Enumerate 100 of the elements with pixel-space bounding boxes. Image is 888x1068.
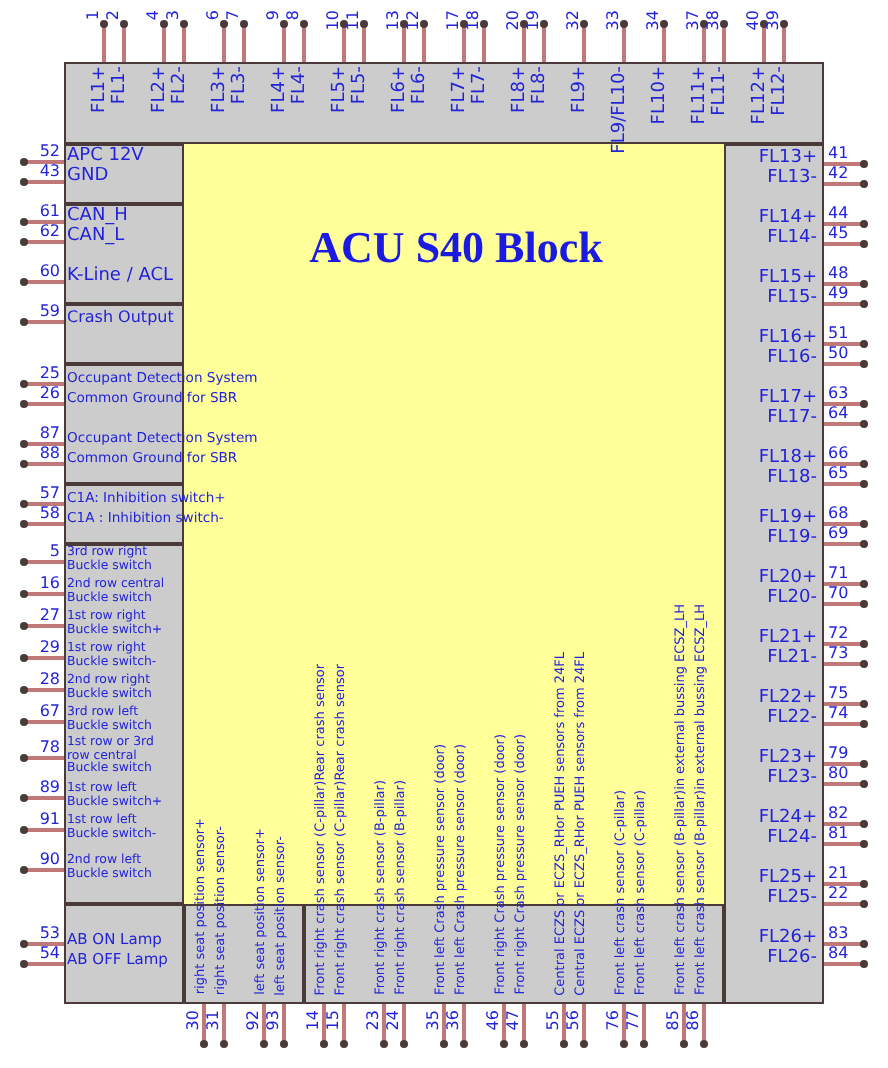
pin-number: 21 <box>828 866 849 882</box>
pin-number: 77 <box>626 1010 642 1031</box>
pin-number: 63 <box>828 386 849 402</box>
pin-number: 67 <box>39 704 60 720</box>
pin-group-panel <box>63 203 183 303</box>
pin-number: 53 <box>39 926 60 942</box>
pin-number: 44 <box>828 206 849 222</box>
pin-number: 46 <box>486 1010 502 1031</box>
pin-label: FL3- <box>232 65 252 104</box>
pin-label: Crash Output <box>67 309 174 327</box>
pin-group-panel <box>63 543 183 903</box>
pin-label: FL9/FL10- <box>612 65 632 153</box>
pin-number: 93 <box>266 1010 282 1031</box>
pin-label: FL8- <box>532 65 552 104</box>
pin-label: FL25+ <box>758 870 817 889</box>
pin-label: FL13+ <box>758 150 817 169</box>
pin-number: 36 <box>446 1010 462 1031</box>
pin-number: 9 <box>266 10 282 21</box>
pin-number: 11 <box>346 10 362 31</box>
pin-label: FL17- <box>767 410 817 430</box>
pin-number: 18 <box>466 10 482 31</box>
pin-number: 42 <box>828 166 849 182</box>
pin-number: 5 <box>49 544 60 560</box>
pin-number: 70 <box>828 586 849 602</box>
pin-number: 76 <box>606 1010 622 1031</box>
pin-number: 30 <box>186 1010 202 1031</box>
pin-label: FL2- <box>172 65 192 104</box>
pin-label: FL11- <box>712 65 732 115</box>
pin-label: FL6- <box>412 65 432 104</box>
pin-number: 83 <box>828 926 849 942</box>
pin-number: 35 <box>426 1010 442 1031</box>
pin-label: FL7+ <box>452 65 471 112</box>
pin-label: FL24+ <box>758 810 817 829</box>
pin-number: 43 <box>39 164 60 180</box>
pin-number: 81 <box>828 826 849 842</box>
pin-label: FL9+ <box>572 65 592 112</box>
pin-number: 92 <box>246 1010 262 1031</box>
pin-label: FL18+ <box>758 450 817 469</box>
pin-label: FL6+ <box>392 65 411 112</box>
pin-label: FL4+ <box>272 65 291 112</box>
pin-number: 57 <box>39 486 60 502</box>
pin-label: FL21+ <box>758 630 817 649</box>
pin-label: FL23- <box>767 770 817 790</box>
pin-label: FL19+ <box>758 510 817 529</box>
pin-number: 34 <box>646 10 662 31</box>
pin-number: 8 <box>286 10 302 21</box>
pin-label: FL19- <box>767 530 817 550</box>
pin-number: 4 <box>146 10 162 21</box>
pin-number: 12 <box>406 10 422 31</box>
pin-label: FL1- <box>112 65 132 104</box>
pin-label: FL20+ <box>758 570 817 589</box>
pin-label: GND <box>67 168 109 188</box>
pin-label: FL17+ <box>758 390 817 409</box>
pin-number: 26 <box>39 386 60 402</box>
pin-label: CAN_L <box>67 228 125 248</box>
pin-number: 13 <box>386 10 402 31</box>
pin-number: 27 <box>39 608 60 624</box>
pin-number: 48 <box>828 266 849 282</box>
pin-label: FL5+ <box>332 65 351 112</box>
pin-label: FL18- <box>767 470 817 490</box>
pin-number: 62 <box>39 224 60 240</box>
pin-label: FL15+ <box>758 270 817 289</box>
pin-number: 49 <box>828 286 849 302</box>
pin-label: FL8+ <box>512 65 531 112</box>
pin-number: 66 <box>828 446 849 462</box>
pin-number: 31 <box>206 1010 222 1031</box>
pin-number: 91 <box>39 812 60 828</box>
pin-label: FL20- <box>767 590 817 610</box>
pin-number: 69 <box>828 526 849 542</box>
pin-label: FL25- <box>767 890 817 910</box>
pin-label: FL4- <box>292 65 312 104</box>
pin-label: CAN_H <box>67 208 128 227</box>
pin-label: FL15- <box>767 290 817 310</box>
pin-number: 3 <box>166 10 182 21</box>
pin-label: FL16- <box>767 350 817 370</box>
pin-number: 65 <box>828 466 849 482</box>
pin-number: 28 <box>39 672 60 688</box>
pin-number: 88 <box>39 446 60 462</box>
pin-number: 38 <box>706 10 722 31</box>
pin-number: 37 <box>686 10 702 31</box>
pin-number: 23 <box>366 1010 382 1031</box>
pin-number: 84 <box>828 946 849 962</box>
pin-label: K-Line / ACL <box>67 268 174 288</box>
pin-number: 86 <box>686 1010 702 1031</box>
pin-number: 78 <box>39 740 60 756</box>
pin-number: 59 <box>39 304 60 320</box>
pin-group-panel <box>63 903 183 1003</box>
pin-label: FL11+ <box>692 65 711 124</box>
pin-number: 51 <box>828 326 849 342</box>
pin-label: FL24- <box>767 830 817 850</box>
pin-number: 40 <box>746 10 762 31</box>
pin-label: FL12+ <box>752 65 771 124</box>
pin-number: 56 <box>566 1010 582 1031</box>
pin-label: FL2+ <box>152 65 171 112</box>
pin-group-panel <box>63 303 183 363</box>
block-title: ACU S40 Block <box>307 224 605 273</box>
pin-number: 68 <box>828 506 849 522</box>
pin-number: 82 <box>828 806 849 822</box>
pin-number: 80 <box>828 766 849 782</box>
pin-number: 47 <box>506 1010 522 1031</box>
